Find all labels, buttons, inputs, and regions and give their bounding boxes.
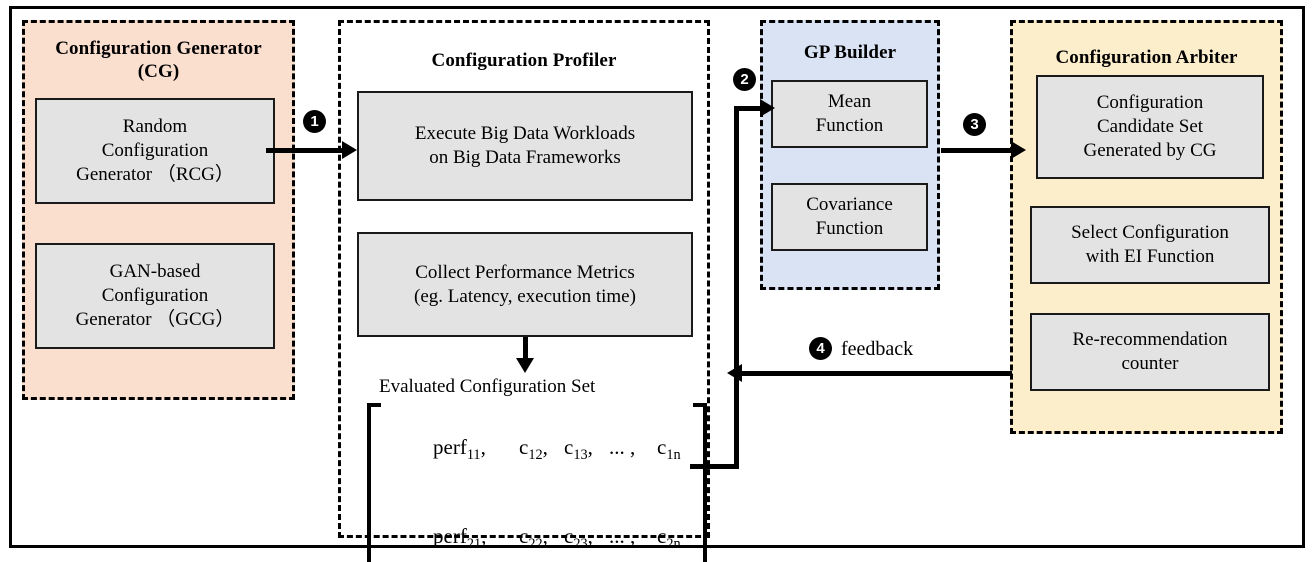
collect-line1: Collect Performance Metrics — [415, 261, 635, 283]
label-feedback: feedback — [841, 338, 914, 360]
rcg-line2: Configuration — [101, 140, 209, 161]
gcg-line2: Configuration — [101, 285, 209, 306]
evaluated-configuration-matrix: perf11,c12,c13,... ,c1n perf21,c22,c23,.… — [367, 403, 707, 562]
cov-line1: Covariance — [806, 194, 893, 215]
matrix-right-bracket — [692, 403, 707, 562]
badge-1: 1 — [303, 110, 326, 133]
arrow-4-head — [727, 364, 742, 382]
box-select-configuration-with-ei[interactable]: Select Configuration with EI Function — [1030, 206, 1270, 284]
counter-line1: Re-recommendation — [1072, 329, 1228, 350]
panel-title-arbiter: Configuration Arbiter — [1055, 47, 1238, 68]
box-random-configuration-generator[interactable]: Random Configuration Generator （RCG） — [35, 98, 275, 204]
badge-4: 4 — [809, 337, 832, 360]
panel-title-profiler: Configuration Profiler — [431, 50, 617, 71]
arrow-1-line — [266, 148, 343, 153]
panel-title-configuration-profiler: Configuration Profiler — [341, 49, 707, 72]
collect-line2: (eg. Latency, execution time) — [414, 285, 636, 307]
execute-line1: Execute Big Data Workloads — [414, 123, 636, 144]
gcg-line3: Generator （GCG） — [75, 309, 235, 330]
arrow-2-head — [760, 99, 775, 117]
panel-title-line1: Configuration Generator — [55, 38, 262, 59]
mean-line2: Function — [815, 115, 884, 136]
mean-line1: Mean — [827, 91, 872, 112]
box-configuration-candidate-set[interactable]: Configuration Candidate Set Generated by… — [1036, 75, 1264, 179]
panel-title-configuration-generator: Configuration Generator (CG) — [25, 37, 292, 83]
box-covariance-function[interactable]: Covariance Function — [771, 183, 928, 251]
matrix-left-bracket — [367, 403, 381, 562]
box-collect-performance-metrics[interactable]: Collect Performance Metrics (eg. Latency… — [357, 232, 693, 337]
arrow-collect-to-set-head — [516, 358, 534, 373]
box-re-recommendation-counter[interactable]: Re-recommendation counter — [1030, 313, 1270, 391]
rcg-line1: Random — [122, 116, 188, 137]
matrix-rows: perf11,c12,c13,... ,c1n perf21,c22,c23,.… — [381, 403, 693, 562]
arrow-1-head — [342, 141, 357, 159]
badge-2: 2 — [733, 68, 756, 91]
badge-3: 3 — [963, 113, 986, 136]
cov-line2: Function — [815, 218, 884, 239]
counter-line2: counter — [1121, 353, 1179, 374]
arrow-2-seg-right — [690, 464, 739, 469]
box-mean-function[interactable]: Mean Function — [771, 80, 928, 148]
select-line1: Select Configuration — [1071, 222, 1229, 243]
arrow-4-line — [740, 371, 1012, 376]
execute-line2: on Big Data Frameworks — [429, 147, 621, 168]
arrow-collect-to-set-line — [523, 337, 528, 365]
rcg-line3: Generator （RCG） — [76, 164, 234, 185]
panel-title-configuration-arbiter: Configuration Arbiter — [1013, 46, 1280, 69]
candidate-line1: Configuration — [1096, 92, 1204, 113]
arrow-3-head — [1011, 141, 1026, 159]
box-gan-based-configuration-generator[interactable]: GAN-based Configuration Generator （GCG） — [35, 243, 275, 349]
outer-frame — [9, 6, 1305, 548]
arrow-2-seg-into-mean — [734, 106, 770, 111]
arrow-3-line — [941, 148, 1013, 153]
candidate-line2: Candidate Set — [1096, 116, 1204, 137]
select-line2: with EI Function — [1085, 246, 1215, 267]
matrix-row: perf11,c12,c13,... ,c1n — [433, 435, 681, 464]
matrix-row: perf21,c22,c23,... ,c2n — [433, 524, 681, 553]
panel-title-gp: GP Builder — [803, 42, 897, 63]
panel-title-line2: (CG) — [137, 61, 180, 82]
label-evaluated-configuration-set: Evaluated Configuration Set — [379, 376, 596, 397]
box-execute-big-data-workloads[interactable]: Execute Big Data Workloads on Big Data F… — [357, 91, 693, 201]
panel-title-gp-builder: GP Builder — [763, 41, 937, 64]
candidate-line3: Generated by CG — [1083, 140, 1217, 161]
gcg-line1: GAN-based — [109, 261, 201, 282]
arrow-2-seg-up — [734, 106, 739, 467]
